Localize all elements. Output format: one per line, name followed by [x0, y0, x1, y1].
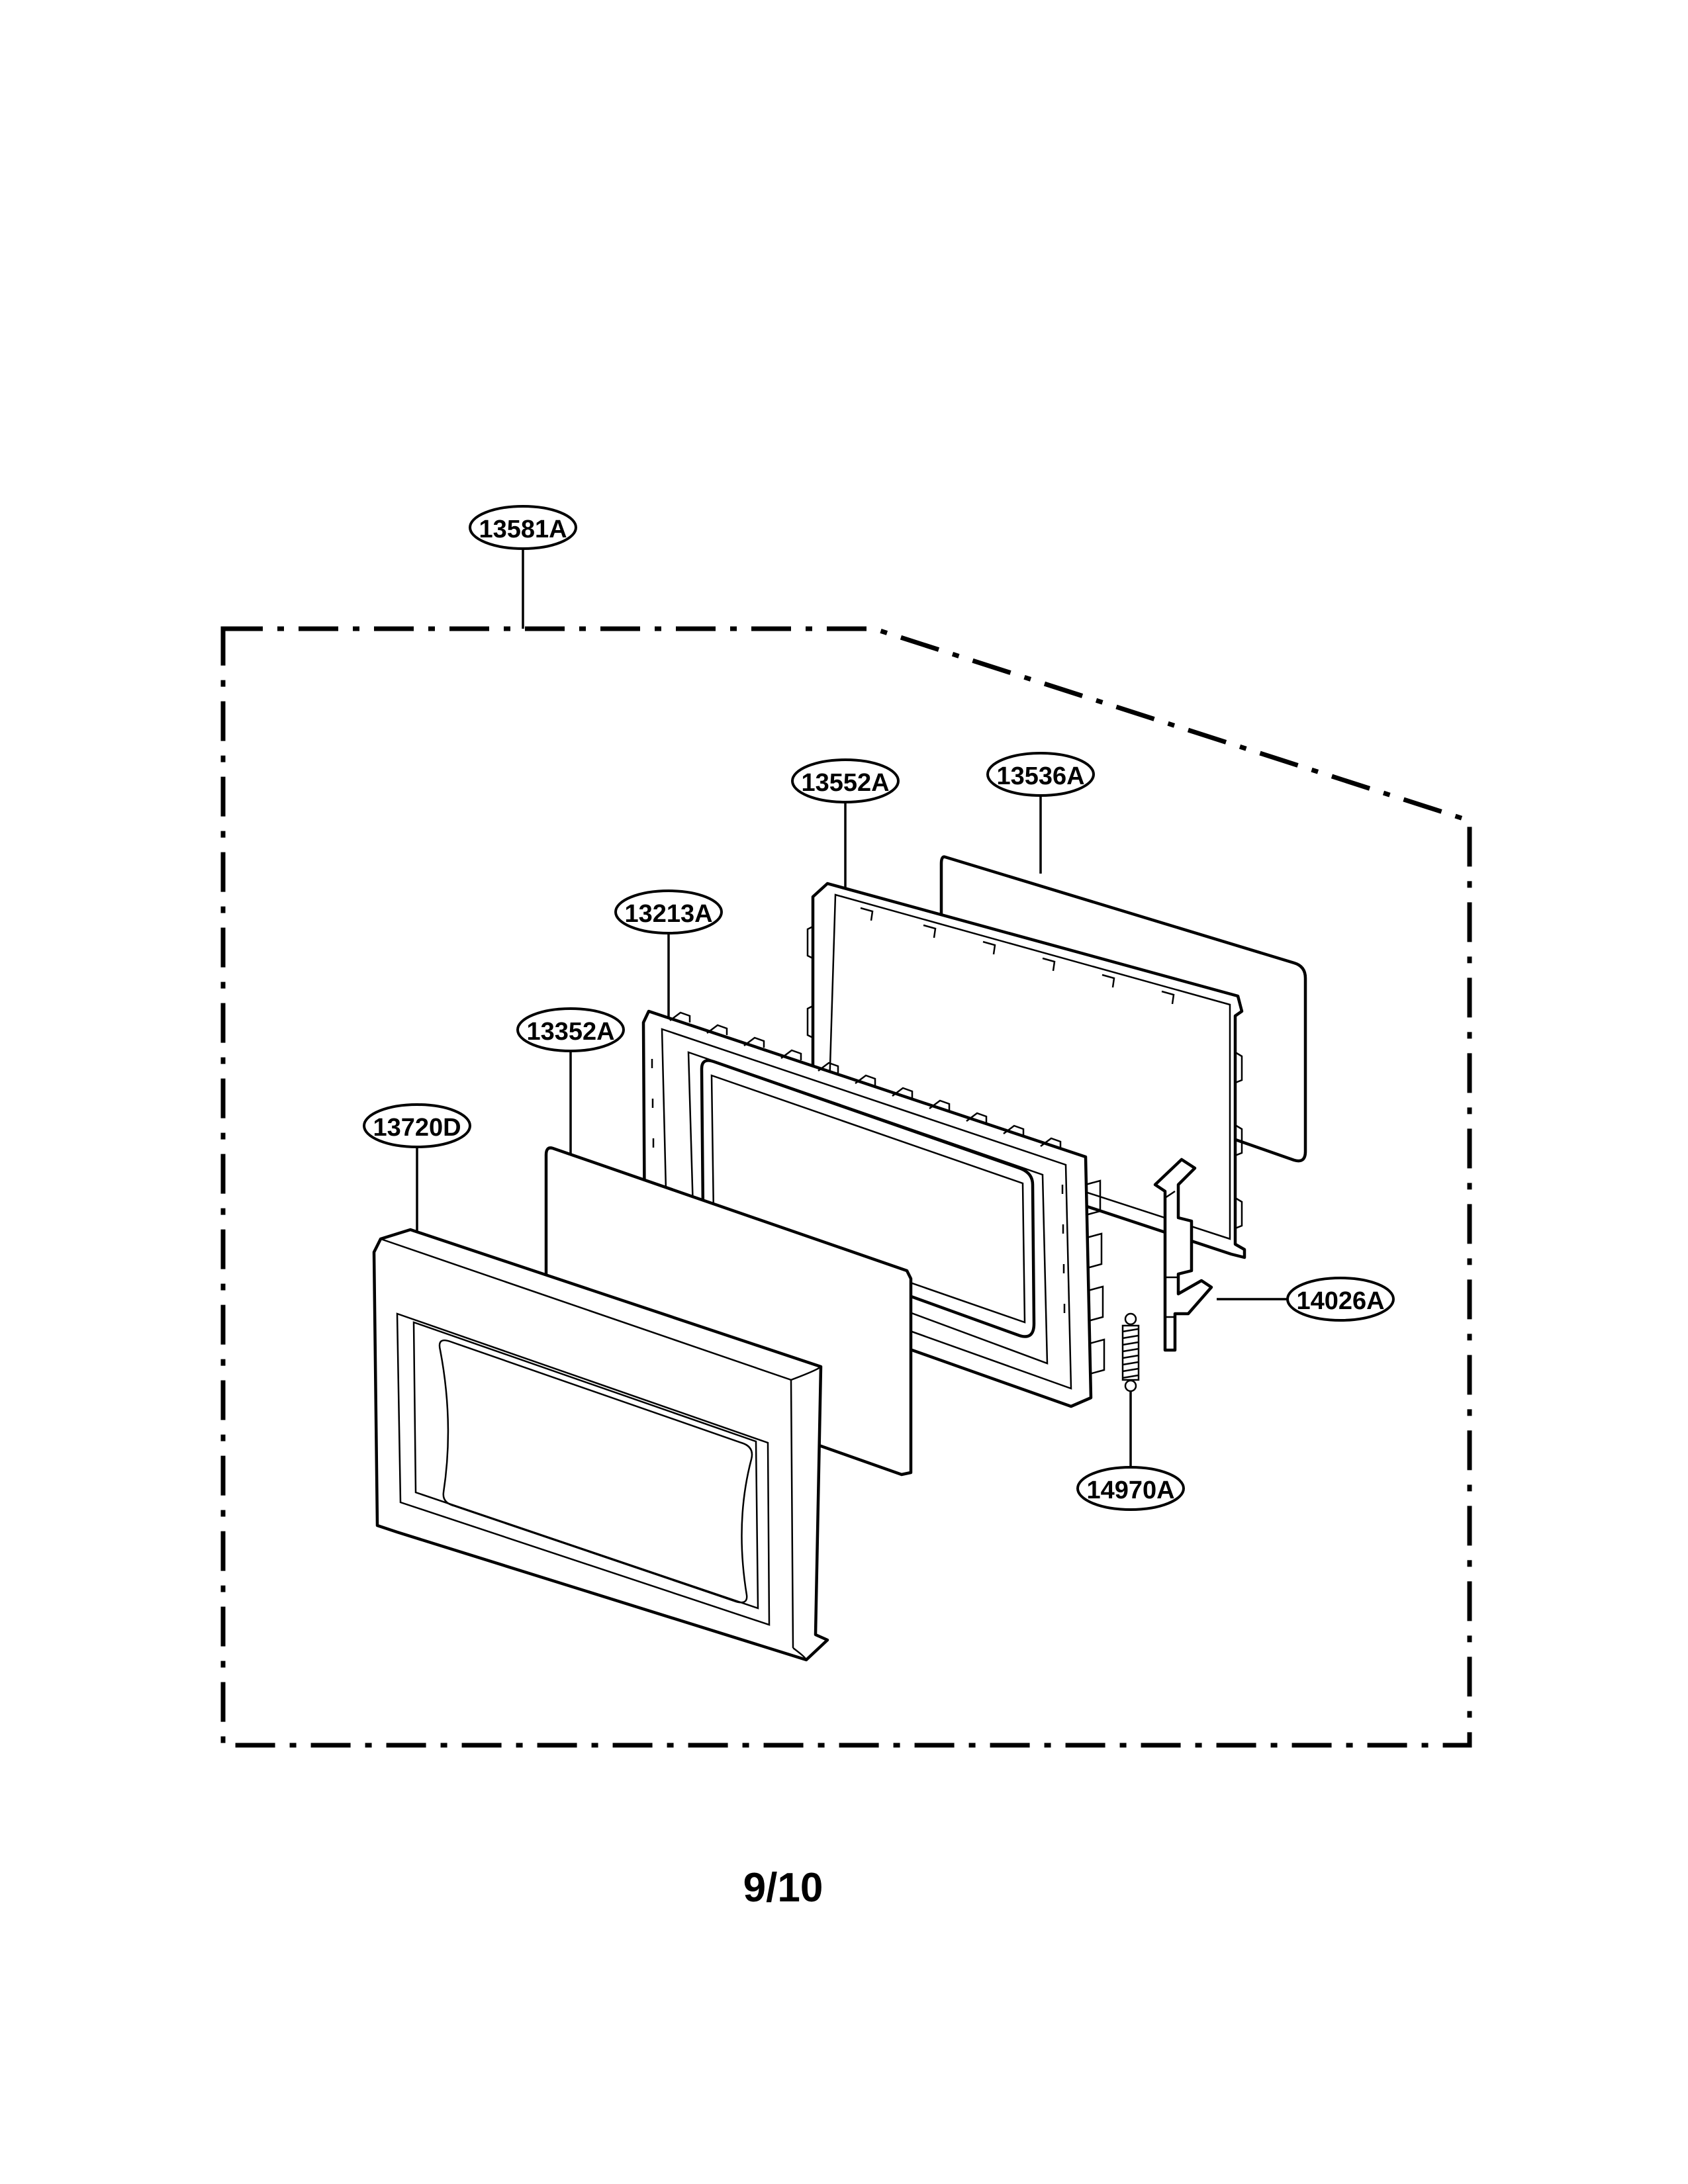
callout-frame-back: 13552A: [791, 758, 900, 803]
callout-label: 13552A: [801, 769, 889, 797]
assembly-boundary: [220, 626, 1472, 1748]
callout-label: 13352A: [526, 1018, 614, 1046]
callout-door-trim: 13720D: [363, 1103, 471, 1148]
callout-panel-back: 13536A: [986, 752, 1095, 797]
callout-spring: 14970A: [1076, 1466, 1185, 1511]
callout-label: 13213A: [624, 900, 712, 928]
callout-label: 14970A: [1086, 1477, 1174, 1504]
door-trim: [372, 1228, 829, 1662]
callout-label: 13581A: [479, 516, 567, 543]
callout-panel-front: 13352A: [516, 1007, 625, 1052]
callout-latch-hook: 14026A: [1286, 1277, 1395, 1322]
callout-door-frame: 13213A: [614, 889, 723, 934]
callout-label: 14026A: [1296, 1287, 1384, 1315]
callout-assembly: 13581A: [469, 505, 577, 550]
callout-label: 13720D: [373, 1114, 461, 1142]
door-spring: [1121, 1312, 1140, 1392]
door-frame-choke: [641, 1009, 1105, 1408]
latch-hook: [1153, 1158, 1213, 1352]
page-number: 9/10: [743, 1865, 823, 1911]
callout-label: 13536A: [996, 762, 1084, 790]
